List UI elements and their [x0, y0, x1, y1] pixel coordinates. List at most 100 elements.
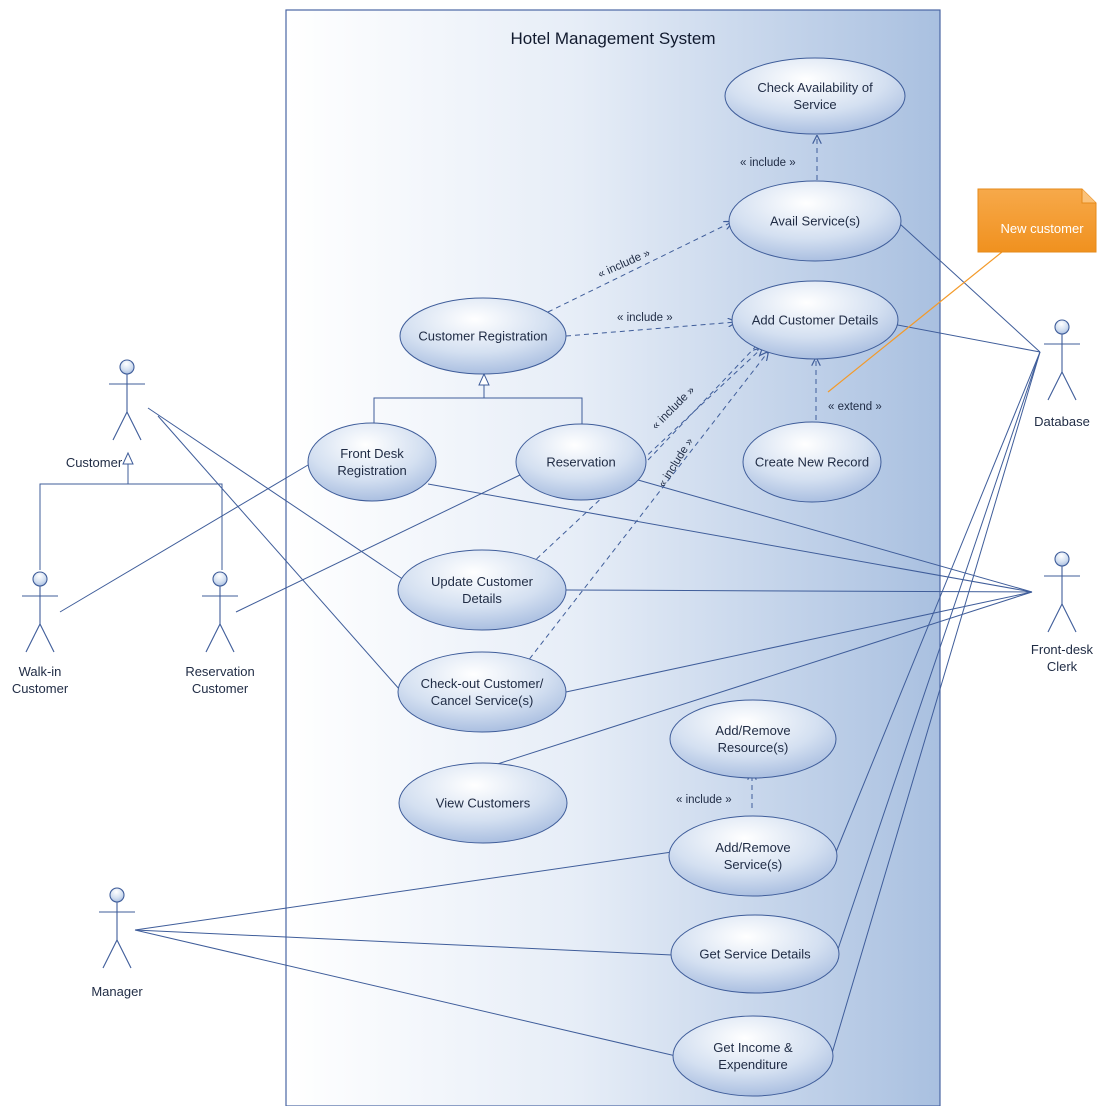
use-case-label: Get Service Details [699, 947, 811, 962]
use-case-get-income-expenditure: Get Income & Expenditure [672, 1015, 834, 1097]
use-case-label: Service [793, 97, 836, 112]
use-case-ellipse [724, 57, 906, 135]
actor-manager: Manager [91, 887, 143, 999]
label-extend: « extend » [828, 401, 882, 413]
actor-label: Clerk [1047, 659, 1078, 674]
use-case-ellipse [397, 651, 567, 733]
label-include-resources: « include » [676, 794, 732, 806]
assoc-clerk-checkout [565, 591, 1033, 693]
label-include-check: « include » [740, 157, 796, 169]
stick-figure-icon [109, 359, 145, 441]
actor-label: Reservation [185, 664, 254, 679]
use-case-label: Add Customer Details [752, 313, 879, 328]
use-case-avail-services: Avail Service(s) [728, 180, 902, 262]
use-case-label: Create New Record [755, 455, 869, 470]
stick-figure-icon [202, 571, 238, 653]
include-update-addcustomer [529, 348, 762, 566]
association-lines [59, 223, 1041, 1061]
actor-label: Database [1034, 414, 1090, 429]
use-case-label: Details [462, 591, 502, 606]
actor-label: Customer [66, 455, 123, 470]
actor-label: Walk-in [19, 664, 62, 679]
system-title: Hotel Management System [510, 29, 715, 48]
generalization-registration [373, 372, 583, 432]
actor-label: Manager [91, 984, 143, 999]
use-case-label: Service(s) [724, 857, 783, 872]
use-case-label: Get Income & [713, 1040, 793, 1055]
use-case-ellipse [731, 280, 899, 360]
use-case-label: Customer Registration [418, 329, 547, 344]
use-case-label: Check-out Customer/ [421, 676, 544, 691]
use-case-label: Add/Remove [715, 723, 790, 738]
use-case-ellipse [669, 699, 837, 779]
generalization-customer [39, 451, 223, 570]
use-case-label: View Customers [436, 796, 531, 811]
assoc-clerk-frontdesk [427, 483, 1033, 593]
actor-customer: Customer [66, 359, 145, 470]
stick-figure-icon [22, 571, 58, 653]
assoc-manager-servicedetails [134, 929, 673, 956]
use-case-ellipse [307, 422, 437, 502]
use-case-label: Avail Service(s) [770, 214, 860, 229]
include-reg-avail [547, 222, 732, 313]
use-case-get-service-details: Get Service Details [670, 914, 840, 994]
use-case-add-customer-details: Add Customer Details [731, 280, 899, 360]
use-case-ellipse [397, 549, 567, 631]
assoc-customer-checkout [157, 415, 401, 691]
assoc-clerk-update [565, 589, 1033, 593]
assoc-rescust-reservation [235, 474, 521, 613]
include-reg-addcustomer [565, 322, 736, 337]
assoc-walkin-frontdesk [59, 464, 309, 613]
use-case-customer-registration: Customer Registration [399, 297, 567, 375]
stick-figure-icon [99, 887, 135, 969]
label-include-addcustomer: « include » [617, 312, 673, 324]
assoc-manager-services [134, 851, 673, 931]
note-text: New customer [1000, 221, 1084, 236]
actor-database: Database [1034, 319, 1090, 429]
use-case-ellipse [670, 914, 840, 994]
use-case-label: Check Availability of [757, 80, 873, 95]
use-case-check-availability: Check Availability of Service [724, 57, 906, 135]
assoc-db-income [829, 351, 1041, 1061]
stick-figure-icon [1044, 319, 1080, 401]
assoc-clerk-view [484, 591, 1033, 769]
include-reservation-addcustomer [647, 342, 760, 461]
use-case-ellipse [728, 180, 902, 262]
use-case-label: Add/Remove [715, 840, 790, 855]
use-case-checkout-customer: Check-out Customer/Cancel Service(s) [397, 651, 567, 733]
use-case-label: Update Customer [431, 574, 534, 589]
note-connector [827, 251, 1003, 393]
actor-label: Customer [192, 681, 249, 696]
assoc-db-servicedetails [835, 351, 1041, 956]
actors: CustomerWalk-inCustomerReservationCustom… [12, 319, 1094, 999]
include-checkout-addcustomer [523, 352, 768, 667]
assoc-db-services [835, 351, 1041, 853]
actor-label: Front-desk [1031, 642, 1094, 657]
use-case-label: Front Desk [340, 446, 404, 461]
use-case-ellipse [399, 297, 567, 375]
assoc-manager-income [134, 929, 677, 1057]
actor-label: Customer [12, 681, 69, 696]
use-case-label: Expenditure [718, 1057, 787, 1072]
use-case-view-customers: View Customers [398, 762, 568, 844]
use-case-ellipse [742, 421, 882, 503]
note-new-customer: New customer [827, 188, 1097, 393]
use-case-label: Resource(s) [718, 740, 789, 755]
use-case-ellipse [515, 423, 647, 501]
use-case-label: Reservation [546, 455, 615, 470]
use-case-label: Registration [337, 463, 406, 478]
use-case-ellipse [672, 1015, 834, 1097]
use-case-label: Cancel Service(s) [431, 693, 534, 708]
use-case-ellipse [668, 815, 838, 897]
assoc-clerk-reservation [637, 479, 1033, 593]
stick-figure-icon [1044, 551, 1080, 633]
